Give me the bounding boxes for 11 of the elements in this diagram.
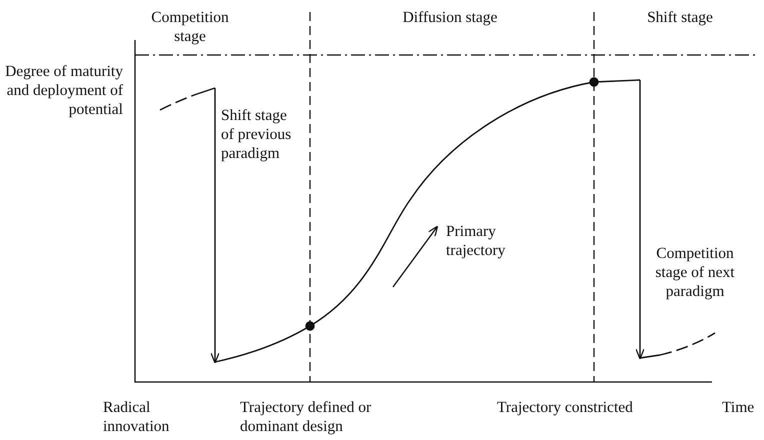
annotation-text: Shift stage of previous paradigm (221, 106, 292, 163)
axis-label: Time (722, 398, 756, 417)
axis-label: Degree of maturity and deployment of potential (5, 62, 123, 119)
stage-label: Diffusion stage (402, 8, 498, 27)
stage-label: Competition stage (150, 8, 230, 46)
stage-label: Shift stage (646, 8, 714, 27)
milestone-label: Trajectory defined or dominant design (240, 398, 372, 436)
axis-label: Radical innovation (103, 398, 170, 436)
milestone-label: Trajectory constricted (497, 398, 634, 417)
annotation-text: Primary trajectory (446, 222, 506, 260)
annotation-text: Competition stage of next paradigm (654, 244, 736, 301)
